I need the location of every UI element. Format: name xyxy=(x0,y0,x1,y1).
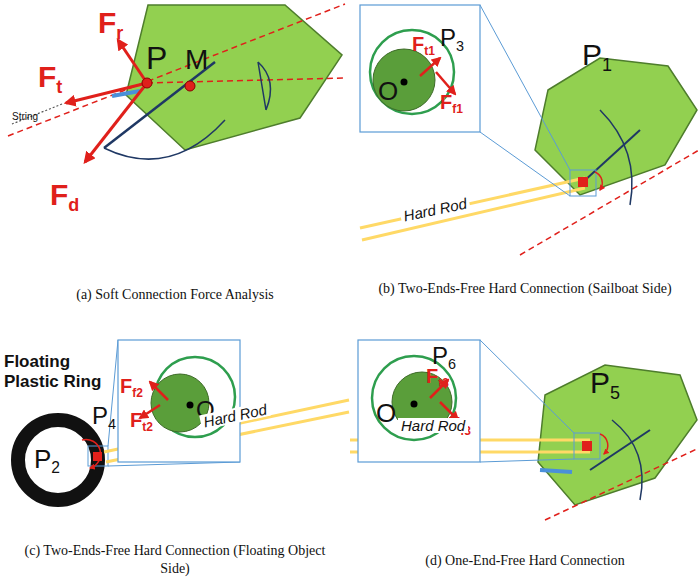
rod-label: Hard Rod xyxy=(398,418,468,433)
symbol-base: F xyxy=(412,33,424,55)
symbol-subscript: 6 xyxy=(448,356,456,372)
force-label: Ft1 xyxy=(412,34,435,57)
symbol-base: F xyxy=(98,6,116,39)
symbol-base: P xyxy=(582,38,602,71)
symbol-subscript: 2 xyxy=(51,459,60,476)
symbol-base: P xyxy=(590,366,610,399)
symbol-subscript: 3 xyxy=(456,38,464,54)
point-label: P4 xyxy=(92,404,116,431)
symbol-base: F xyxy=(50,178,68,211)
symbol-base: P xyxy=(92,402,108,429)
symbol-subscript: t1 xyxy=(424,44,435,58)
part-label: Floating Plastic Ring xyxy=(4,352,124,391)
point-label: P3 xyxy=(440,26,464,53)
symbol-base: P xyxy=(440,24,456,51)
symbol-base: F xyxy=(38,60,56,93)
point-label: P1 xyxy=(582,40,612,74)
symbol-subscript: f1 xyxy=(452,102,463,116)
point-label: M xyxy=(185,46,208,74)
panel-caption: (a) Soft Connection Force Analysis xyxy=(10,286,340,304)
panel-caption: (b) Two-Ends-Free Hard Connection (Sailb… xyxy=(360,280,690,298)
point-label: P xyxy=(146,42,167,74)
symbol-subscript: d xyxy=(68,195,79,215)
point-label: O xyxy=(376,400,396,426)
point-label: P5 xyxy=(590,368,620,402)
force-label: Ff2 xyxy=(120,376,143,399)
symbol-subscript: t3 xyxy=(438,376,449,390)
symbol-base: F xyxy=(440,91,452,113)
force-label: Fr xyxy=(98,8,123,42)
panel-caption: (d) One-End-Free Hard Connection xyxy=(360,552,690,570)
symbol-subscript: 5 xyxy=(610,383,620,403)
symbol-subscript: f2 xyxy=(132,386,143,400)
symbol-base: P xyxy=(432,342,448,369)
point-label: P2 xyxy=(34,446,60,476)
symbol-subscript: 4 xyxy=(108,416,116,432)
force-label: Ff1 xyxy=(440,92,463,115)
force-label: Fd xyxy=(50,180,79,214)
symbol-subscript: t xyxy=(56,77,62,97)
panel-caption: (c) Two-Ends-Free Hard Connection (Float… xyxy=(10,542,340,577)
symbol-base: F xyxy=(426,365,438,387)
string-label: String xyxy=(12,112,38,122)
force-label: Ft2 xyxy=(130,410,153,433)
force-label: Ft xyxy=(38,62,62,96)
symbol-base: P xyxy=(34,444,51,474)
symbol-base: F xyxy=(130,409,142,431)
symbol-subscript: 1 xyxy=(602,55,612,75)
symbol-subscript: r xyxy=(116,23,123,43)
symbol-subscript: t2 xyxy=(142,420,153,434)
point-label: O xyxy=(378,78,398,104)
rod-label: Hard Rod xyxy=(399,195,471,224)
force-label: Ft3 xyxy=(426,366,449,389)
symbol-base: F xyxy=(120,375,132,397)
